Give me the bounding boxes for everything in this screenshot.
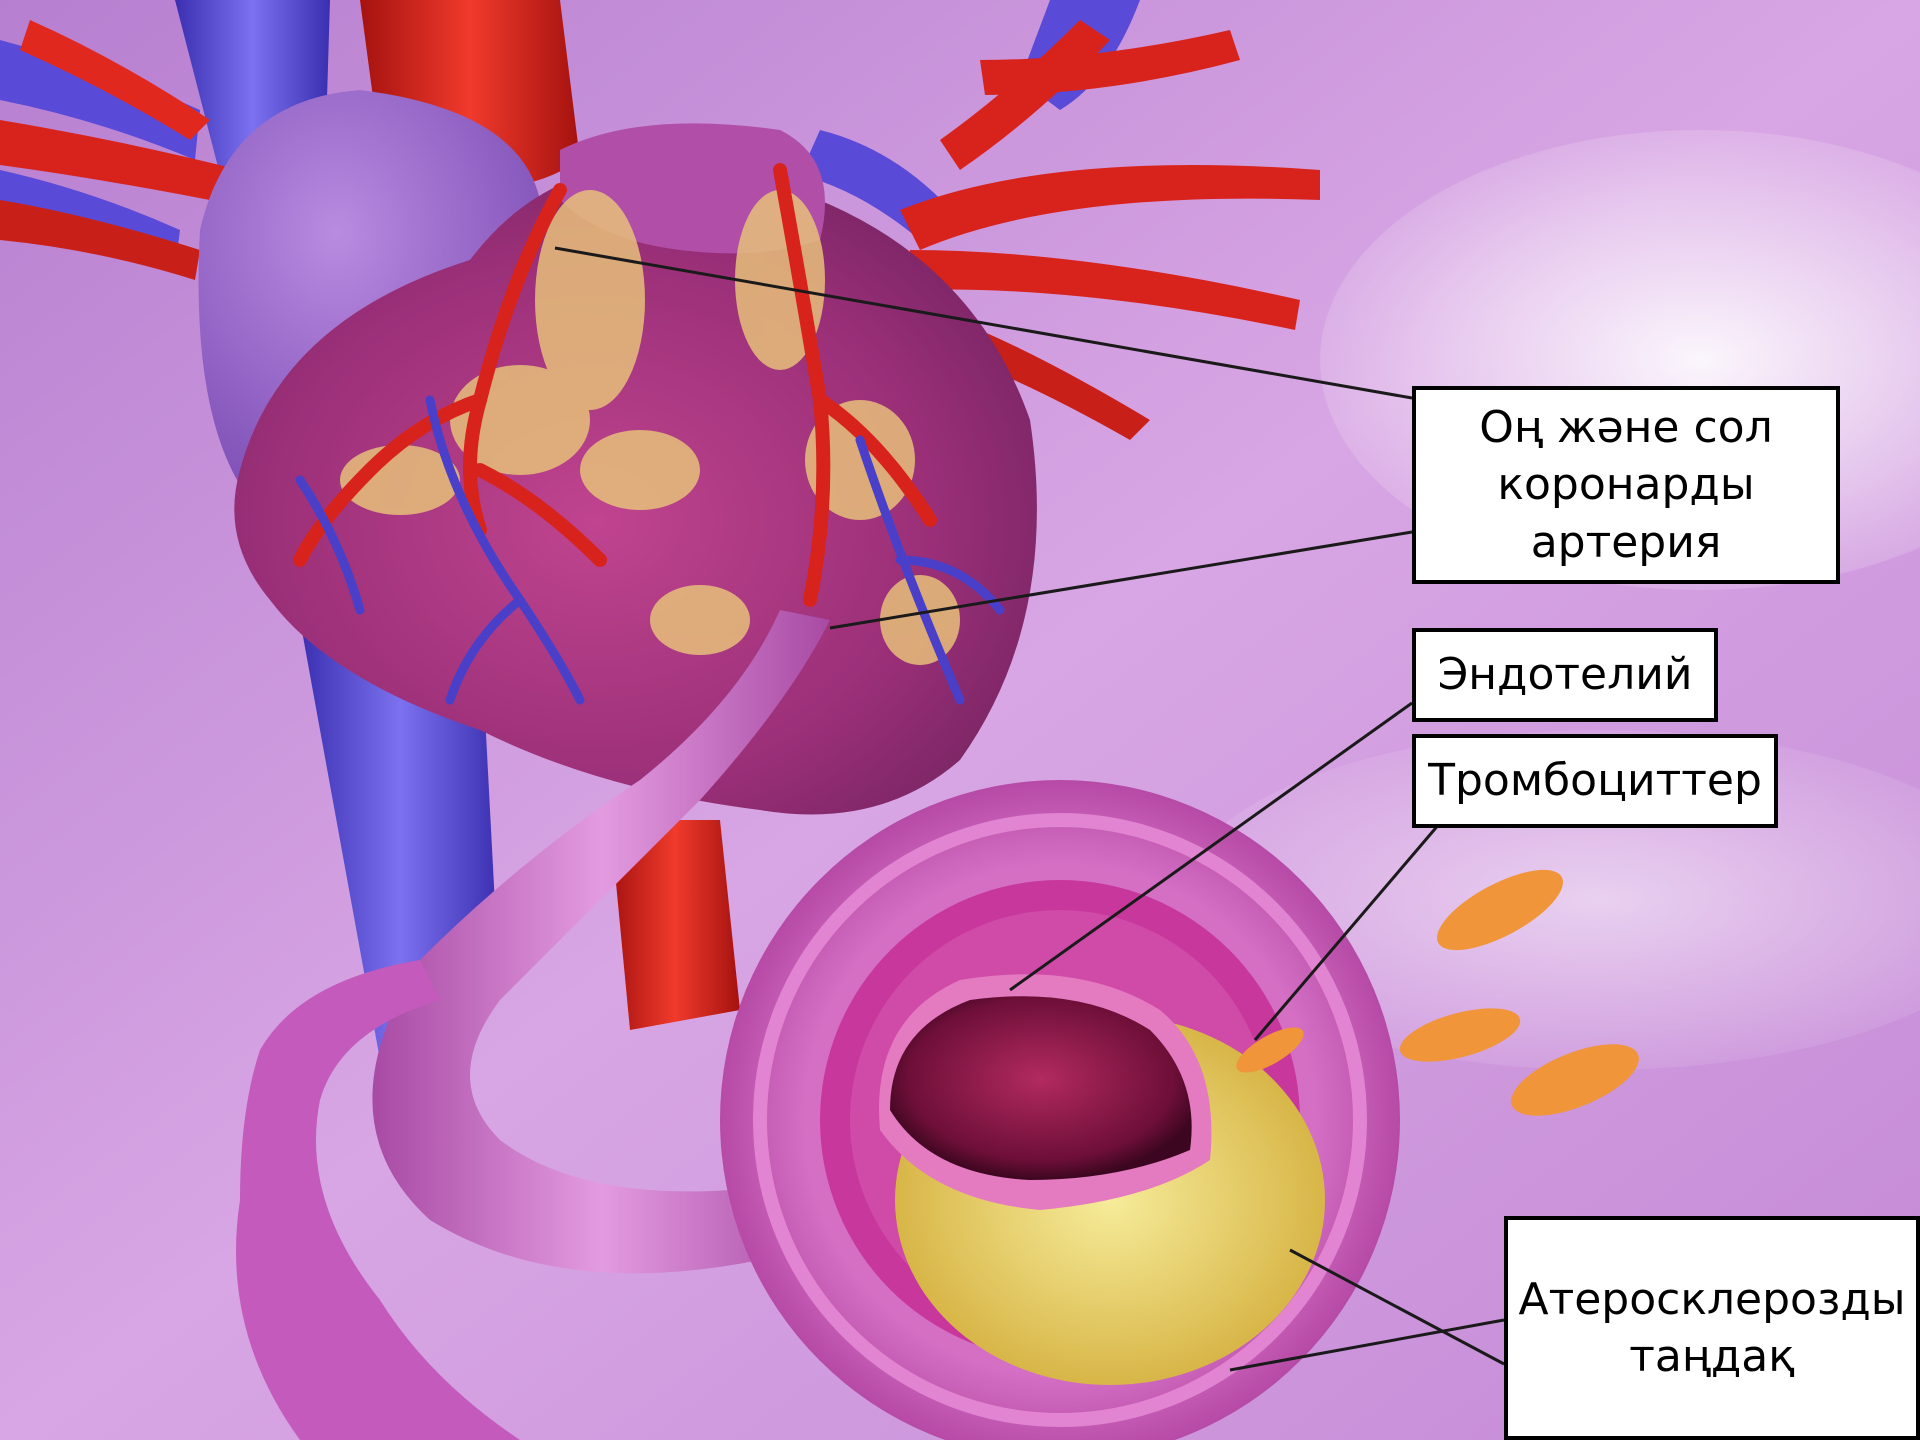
label-line: таңдақ [1518, 1328, 1905, 1385]
label-text: Эндотелий [1438, 646, 1693, 703]
label-endothelium: Эндотелий [1412, 628, 1718, 722]
label-coronary-arteries: Оң және сол коронарды артерия [1412, 386, 1840, 584]
label-atherosclerotic-plaque: Атеросклерозды таңдақ [1504, 1216, 1920, 1440]
label-text: Тромбоциттер [1428, 752, 1762, 809]
label-line: артерия [1479, 514, 1772, 571]
artery-cross-section [720, 780, 1400, 1440]
label-line: Оң және сол [1479, 399, 1772, 456]
label-line: Атеросклерозды [1518, 1271, 1905, 1328]
label-platelets: Тромбоциттер [1412, 734, 1778, 828]
label-line: коронарды [1479, 456, 1772, 513]
